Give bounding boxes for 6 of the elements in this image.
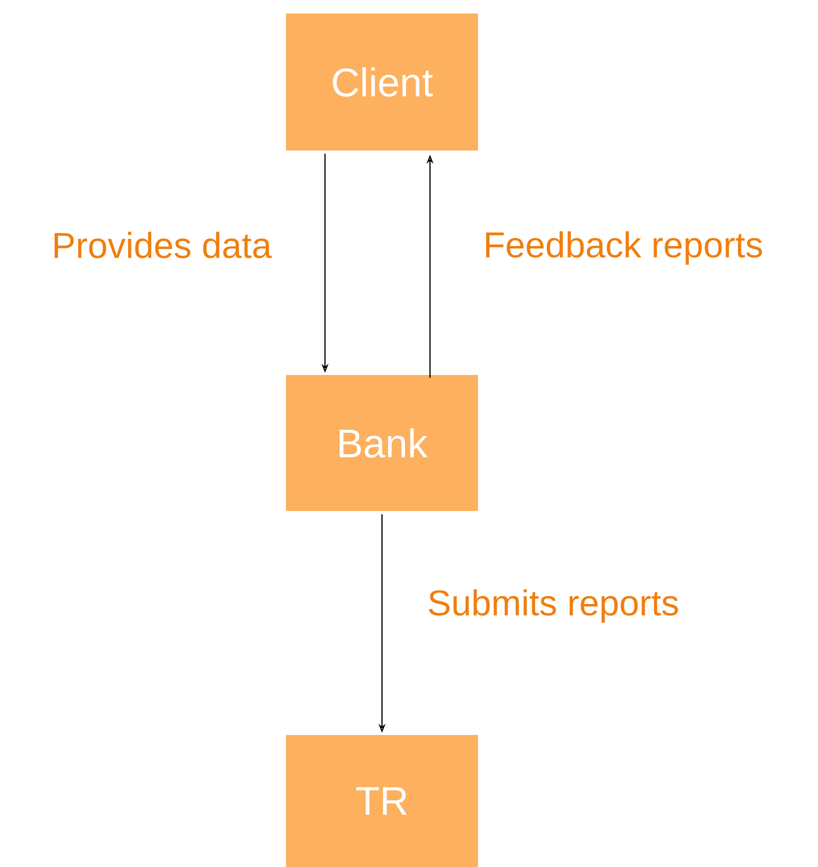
process-box: Bank [286, 375, 478, 511]
edge-label: Feedback reports [486, 231, 762, 265]
edge-label: Provides data [54, 232, 272, 258]
process-box: TR [286, 735, 478, 867]
edge-label: Submits reports [428, 589, 678, 623]
process-box: Client [286, 14, 478, 150]
